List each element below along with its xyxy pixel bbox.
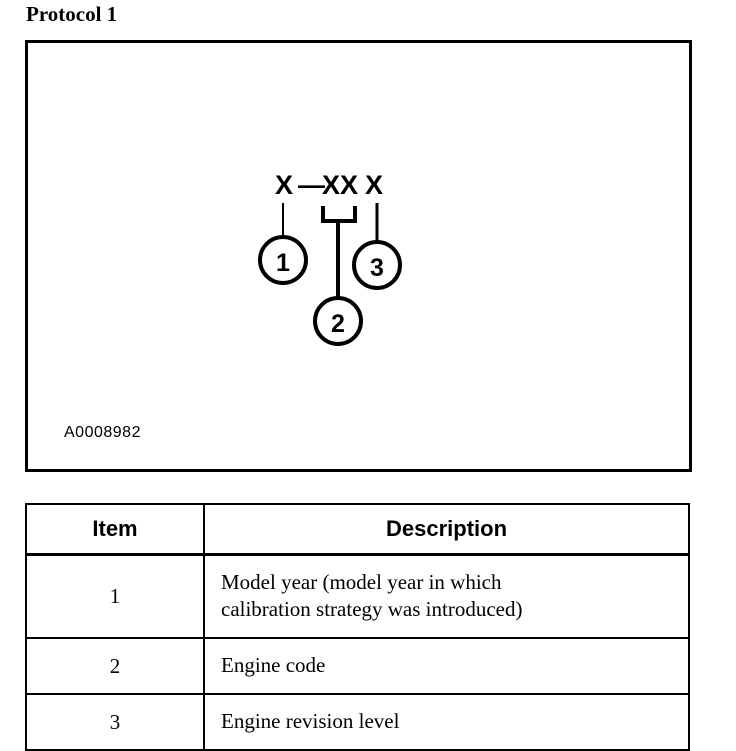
callout-diagram: X — XX X 1 2 3 [258,170,402,346]
callout-code-text: X — XX X [275,170,383,200]
callout-code-segment-1: X [275,170,293,200]
callout-code-segment-2: XX [322,170,358,200]
table-row: 3 Engine revision level [25,693,690,751]
column-header-description: Description [203,503,690,556]
cell-description: Engine revision level [203,693,690,751]
callout-code-segment-3: X [365,170,383,200]
cell-item-number: 2 [25,637,205,695]
description-line: Engine code [221,653,326,677]
page-title: Protocol 1 [26,2,118,26]
cell-description: Engine code [203,637,690,695]
callout-number-2: 2 [331,310,345,338]
callout-circle-3 [352,240,402,290]
callout-code-dash: — [298,170,325,200]
callout-number-3: 3 [370,254,384,282]
callout-circle-1 [258,235,308,285]
description-line: Engine revision level [221,709,400,733]
bracket-segment-2 [321,206,357,223]
description-line: calibration strategy was introduced) [221,597,523,621]
cell-item-number: 3 [25,693,205,751]
figure-code-label: A0008982 [64,424,141,441]
table-row: 2 Engine code [25,637,690,695]
figure-panel: X — XX X 1 2 3 A0008982 [25,40,692,472]
item-description-table: Item Description 1 Model year (model yea… [25,503,690,751]
callout-marker-2: 2 [313,296,363,346]
description-line: Model year (model year in which [221,570,502,594]
cell-description: Model year (model year in which calibrat… [203,553,690,639]
table-row: 1 Model year (model year in which calibr… [25,553,690,639]
column-header-item: Item [25,503,205,556]
cell-item-number: 1 [25,553,205,639]
callout-marker-3: 3 [352,240,402,290]
callout-marker-1: 1 [258,235,308,285]
table-header-row: Item Description [25,503,690,556]
callout-number-1: 1 [276,249,290,277]
callout-circle-2 [313,296,363,346]
